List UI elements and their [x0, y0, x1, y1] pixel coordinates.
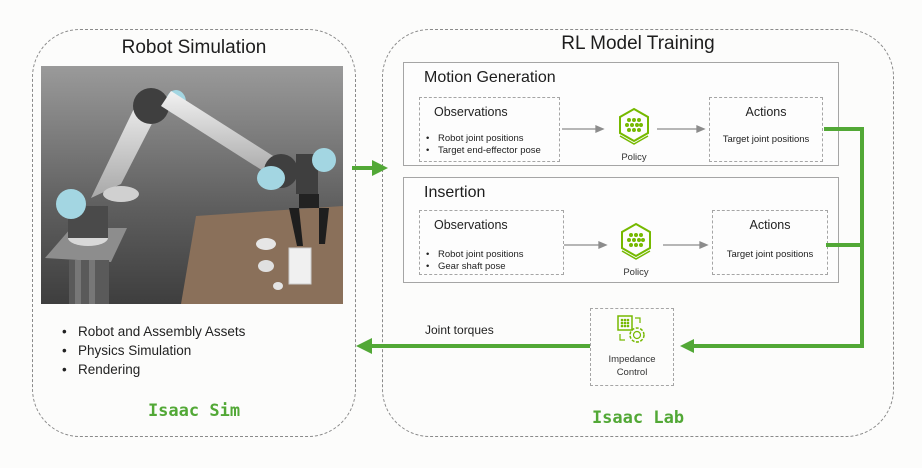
observation-item: Target end-effector pose: [426, 145, 541, 157]
arrow-head: [680, 339, 694, 353]
arrow-head: [696, 125, 706, 133]
impedance-label-line2: Control: [616, 367, 648, 378]
robot-simulation-image: [41, 66, 343, 304]
actions-box: Actions Target joint positions: [712, 210, 828, 275]
isaac-lab-label: Isaac Lab: [591, 408, 685, 428]
sim-feature-list: Robot and Assembly Assets Physics Simula…: [62, 322, 245, 379]
arrow-head: [699, 241, 709, 249]
impedance-control-box: Impedance Control: [590, 308, 674, 386]
actions-box: Actions Target joint positions: [709, 97, 823, 162]
observations-title: Observations: [434, 218, 508, 232]
observations-list: Robot joint positions Gear shaft pose: [426, 249, 524, 273]
isaac-sim-group: Robot Simulation Isaac Sim: [32, 29, 356, 437]
policy-label: Policy: [621, 152, 647, 163]
isaac-lab-group: RL Model Training Isaac Lab: [382, 29, 894, 437]
section-title: Motion Generation: [424, 69, 556, 86]
robot-simulation-title: Robot Simulation: [121, 37, 267, 58]
actions-text: Target joint positions: [722, 134, 810, 145]
arrow-head: [356, 338, 372, 354]
observation-item: Robot joint positions: [426, 133, 541, 145]
policy-node: Policy: [609, 107, 659, 163]
motion-generation-section: Motion Generation Observations Robot joi…: [403, 62, 839, 166]
observations-title: Observations: [434, 105, 508, 119]
rl-model-training-title: RL Model Training: [561, 33, 715, 54]
actions-title: Actions: [749, 218, 791, 232]
observations-list: Robot joint positions Target end-effecto…: [426, 133, 541, 157]
sim-feature-item: Rendering: [62, 360, 245, 379]
arrow-head: [595, 125, 605, 133]
arrow-head: [372, 160, 388, 176]
observations-box: Observations Robot joint positions Targe…: [419, 97, 560, 162]
policy-label: Policy: [623, 267, 649, 278]
observation-item: Robot joint positions: [426, 249, 524, 261]
arrow-head: [598, 241, 608, 249]
policy-node: Policy: [611, 222, 661, 278]
insertion-section: Insertion Observations Robot joint posit…: [403, 177, 839, 283]
sim-feature-item: Physics Simulation: [62, 341, 245, 360]
observations-box: Observations Robot joint positions Gear …: [419, 210, 564, 275]
gear-control-icon: [617, 315, 645, 343]
neural-network-hexagon-icon: [619, 107, 649, 145]
impedance-label-line1: Impedance: [608, 354, 656, 365]
section-title: Insertion: [424, 184, 486, 201]
neural-network-hexagon-icon: [621, 222, 651, 260]
impedance-control-label: Impedance Control: [591, 353, 673, 379]
actions-text: Target joint positions: [726, 249, 814, 260]
sim-feature-item: Robot and Assembly Assets: [62, 322, 245, 341]
joint-torques-label: Joint torques: [425, 323, 494, 337]
isaac-sim-label: Isaac Sim: [147, 401, 241, 421]
observation-item: Gear shaft pose: [426, 261, 524, 273]
actions-to-impedance-line: [692, 127, 864, 348]
actions-title: Actions: [745, 105, 787, 119]
